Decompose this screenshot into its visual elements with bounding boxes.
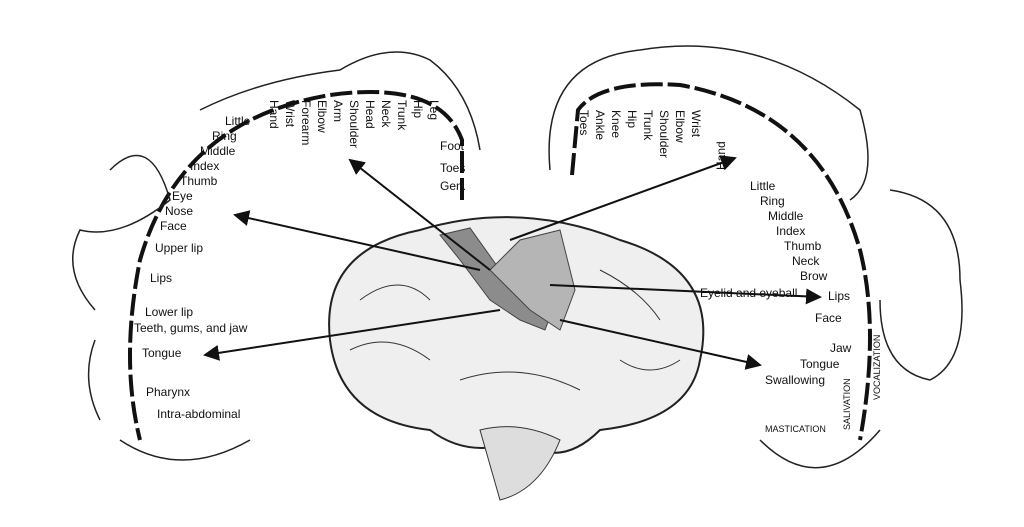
- motor-label-trunk: Trunk: [641, 110, 655, 141]
- motor-label-knee: Knee: [609, 110, 623, 138]
- sensory-label-upper-lip: Upper lip: [155, 241, 203, 255]
- motor-label-lips: Lips: [828, 289, 850, 303]
- motor-label-wrist: Wrist: [689, 110, 703, 138]
- sensory-label-thumb: Thumb: [180, 174, 218, 188]
- sensory-label-wrist: Wrist: [283, 100, 297, 128]
- sensory-label-trunk: Trunk: [395, 100, 409, 131]
- sensory-label-face: Face: [160, 219, 187, 233]
- motor-label-index: Index: [776, 224, 805, 238]
- sensory-label-leg: Leg: [427, 100, 441, 120]
- motor-label-little: Little: [750, 179, 776, 193]
- sensory-label-foot: Foot: [440, 139, 465, 153]
- sensory-label-lips: Lips: [150, 271, 172, 285]
- arrows: [203, 155, 822, 370]
- sensory-body-figure: [72, 51, 481, 461]
- sensory-label-pharynx: Pharynx: [146, 385, 190, 399]
- motor-label-elbow: Elbow: [673, 110, 687, 143]
- sensory-label-head: Head: [363, 100, 377, 129]
- motor-label-brow: Brow: [800, 269, 828, 283]
- sensory-arc: [128, 90, 464, 441]
- sensory-label-arm: Arm: [331, 100, 345, 122]
- sensory-label-teeth-gums-and-jaw: Teeth, gums, and jaw: [134, 321, 248, 335]
- sensory-label-shoulder: Shoulder: [347, 100, 361, 148]
- motor-arc: [570, 82, 872, 441]
- motor-label-shoulder: Shoulder: [657, 110, 671, 158]
- sensory-label-middle: Middle: [200, 144, 236, 158]
- motor-label-swallowing: Swallowing: [765, 373, 825, 387]
- sensory-label-little: Little: [225, 114, 251, 128]
- motor-label-neck: Neck: [792, 254, 820, 268]
- sensory-label-index: Index: [190, 159, 219, 173]
- motor-label-jaw: Jaw: [830, 341, 852, 355]
- motor-label-hand: Hand: [714, 141, 728, 170]
- sensory-label-forearm: Forearm: [299, 100, 313, 145]
- motor-label-hip: Hip: [625, 110, 639, 128]
- motor-label-middle: Middle: [768, 209, 804, 223]
- motor-label-salivation: SALIVATION: [842, 378, 852, 430]
- sensory-label-tongue: Tongue: [142, 346, 182, 360]
- sensory-label-gen: Gen.: [440, 179, 466, 193]
- motor-label-eyelid-and-eyeball: Eyelid and eyeball: [700, 286, 797, 300]
- motor-label-toes: Toes: [577, 110, 591, 135]
- motor-body-figure: [548, 45, 963, 469]
- motor-label-tongue: Tongue: [800, 357, 840, 371]
- sensory-label-nose: Nose: [165, 204, 193, 218]
- motor-label-vocalization: VOCALIZATION: [872, 335, 882, 400]
- motor-label-ankle: Ankle: [593, 110, 607, 140]
- sensory-label-elbow: Elbow: [315, 100, 329, 133]
- sensory-label-intra-abdominal: Intra-abdominal: [157, 407, 240, 421]
- motor-label-mastication: MASTICATION: [765, 424, 826, 434]
- sensory-label-eye: Eye: [172, 189, 193, 203]
- sensory-label-hip: Hip: [411, 100, 425, 118]
- sensory-label-lower-lip: Lower lip: [145, 305, 193, 319]
- motor-label-face: Face: [815, 311, 842, 325]
- motor-label-thumb: Thumb: [784, 239, 822, 253]
- sensory-label-neck: Neck: [379, 100, 393, 128]
- sensory-label-toes: Toes: [440, 161, 465, 175]
- sensory-label-ring: Ring: [212, 129, 237, 143]
- brain: [328, 216, 705, 501]
- sensory-label-hand: Hand: [267, 100, 281, 129]
- motor-label-ring: Ring: [760, 194, 785, 208]
